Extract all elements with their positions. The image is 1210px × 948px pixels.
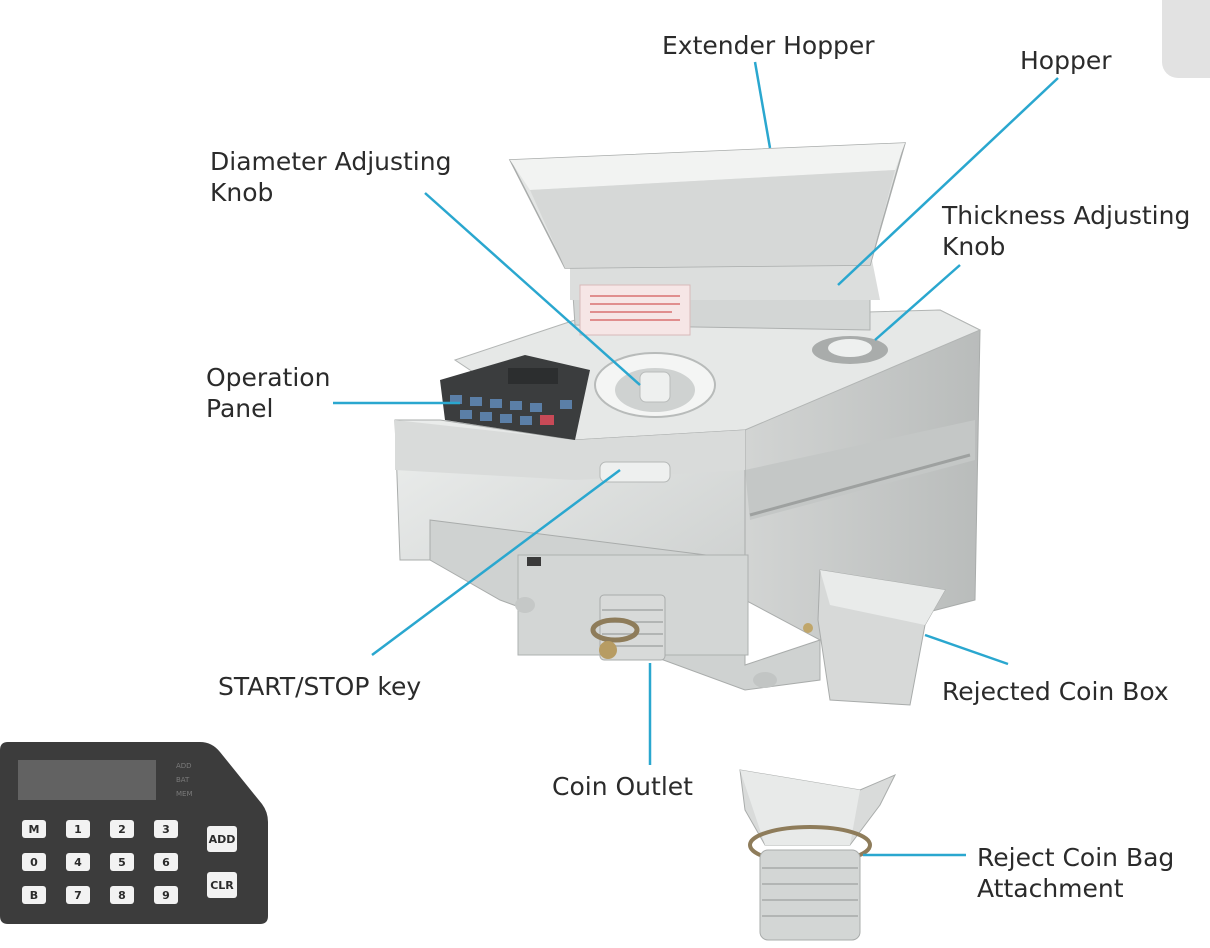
keypad-key[interactable]: 4 — [66, 853, 90, 871]
leader-start-stop — [371, 468, 621, 657]
label-coin-outlet: Coin Outlet — [552, 772, 693, 801]
leader-lines — [333, 61, 1059, 857]
svg-text:B: B — [30, 889, 38, 902]
coin-outlet — [590, 594, 666, 661]
diameter-knob — [594, 352, 716, 418]
svg-text:4: 4 — [74, 856, 82, 869]
keypad-key[interactable]: 6 — [154, 853, 178, 871]
keypad-key[interactable]: 0 — [22, 853, 46, 871]
keypad-inset: ADD BAT MEM M 1 2 3 0 4 5 6B 7 8 9 ADD CLR — [0, 742, 268, 924]
keypad-key[interactable]: 3 — [154, 820, 178, 838]
keypad-key[interactable]: 2 — [110, 820, 134, 838]
keypad-indicator: ADD — [176, 762, 192, 770]
reject-coin-bag-attachment — [739, 769, 897, 941]
svg-text:7: 7 — [74, 889, 82, 902]
keypad-indicator: BAT — [176, 776, 190, 784]
svg-text:3: 3 — [162, 823, 170, 836]
svg-text:2: 2 — [118, 823, 126, 836]
label-thickness-knob: Thickness Adjusting Knob — [942, 200, 1190, 262]
label-diameter-knob: Diameter Adjusting Knob — [210, 146, 451, 208]
leader-thickness-knob — [874, 264, 961, 341]
label-thickness-knob-line1: Thickness Adjusting — [942, 201, 1191, 230]
label-diameter-knob-line2: Knob — [210, 178, 274, 207]
label-thickness-knob-line2: Knob — [942, 232, 1006, 261]
keypad-display — [18, 760, 156, 800]
keypad-indicator: MEM — [176, 790, 193, 798]
label-start-stop-key: START/STOP key — [218, 672, 422, 701]
label-diameter-knob-line1: Diameter Adjusting — [210, 147, 452, 176]
keypad-key[interactable]: B — [22, 886, 46, 904]
leader-rejected-box — [924, 633, 1009, 666]
leader-diameter-knob — [424, 192, 641, 386]
keypad-key[interactable]: 1 — [66, 820, 90, 838]
keypad-key[interactable]: 9 — [154, 886, 178, 904]
svg-text:1: 1 — [74, 823, 82, 836]
svg-text:6: 6 — [162, 856, 170, 869]
svg-text:CLR: CLR — [210, 879, 234, 892]
svg-text:ADD: ADD — [209, 833, 236, 846]
leader-hopper — [837, 77, 1059, 286]
extender-hopper — [508, 142, 907, 269]
label-operation-panel-line2: Panel — [206, 394, 274, 423]
leader-extender-hopper — [753, 61, 772, 149]
keypad-key[interactable]: 8 — [110, 886, 134, 904]
label-reject-coin-bag-line1: Reject Coin Bag — [977, 843, 1175, 872]
label-hopper: Hopper — [1020, 46, 1112, 75]
svg-text:M: M — [29, 823, 40, 836]
svg-text:5: 5 — [118, 856, 126, 869]
rejected-coin-box — [803, 569, 946, 706]
keypad-key[interactable]: 5 — [110, 853, 134, 871]
label-operation-panel-line1: Operation — [206, 363, 331, 392]
label-reject-coin-bag-line2: Attachment — [977, 874, 1124, 903]
thickness-knob — [812, 336, 888, 364]
label-operation-panel: Operation Panel — [206, 362, 330, 424]
label-rejected-coin-box: Rejected Coin Box — [942, 677, 1169, 706]
keypad-side-key[interactable]: CLR — [207, 872, 237, 898]
label-reject-coin-bag: Reject Coin Bag Attachment — [977, 842, 1174, 904]
label-extender-hopper: Extender Hopper — [662, 31, 875, 60]
corner-tab[interactable] — [1162, 0, 1210, 78]
keypad-key[interactable]: M — [22, 820, 46, 838]
svg-text:9: 9 — [162, 889, 170, 902]
svg-text:0: 0 — [30, 856, 38, 869]
keypad-side-key[interactable]: ADD — [207, 826, 237, 852]
svg-text:8: 8 — [118, 889, 126, 902]
machine-operation-panel — [440, 355, 590, 440]
keypad-key[interactable]: 7 — [66, 886, 90, 904]
start-stop-key — [599, 461, 671, 483]
